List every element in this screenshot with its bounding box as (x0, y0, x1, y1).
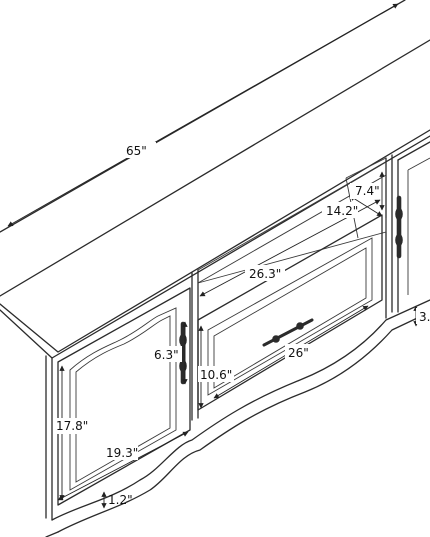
handle-length-label: 6.3" (154, 348, 179, 362)
cabinet-top (0, 0, 430, 359)
dimension-labels: 65" 7.4" 14.2" 26.3" 6.3" 10.6" 26" 17.8… (54, 142, 430, 507)
shelf-depth-label: 14.2" (326, 204, 358, 218)
leg-height-label: 1.2" (108, 493, 133, 507)
drawer-height-label: 10.6" (200, 368, 232, 382)
door-height-label: 17.8" (56, 419, 88, 433)
right-door (397, 141, 430, 313)
right-clearance-label: 3.1" (419, 310, 430, 324)
door-width-label: 19.3" (106, 446, 138, 460)
drawer-handle (262, 318, 314, 347)
drawer-inner-width-label: 26" (288, 346, 309, 360)
right-door-handle (395, 195, 403, 259)
overall-width-label: 65" (126, 144, 147, 158)
open-shelf (197, 157, 387, 284)
shelf-height-label: 7.4" (355, 184, 380, 198)
drawer-outer-width-label: 26.3" (249, 267, 281, 281)
